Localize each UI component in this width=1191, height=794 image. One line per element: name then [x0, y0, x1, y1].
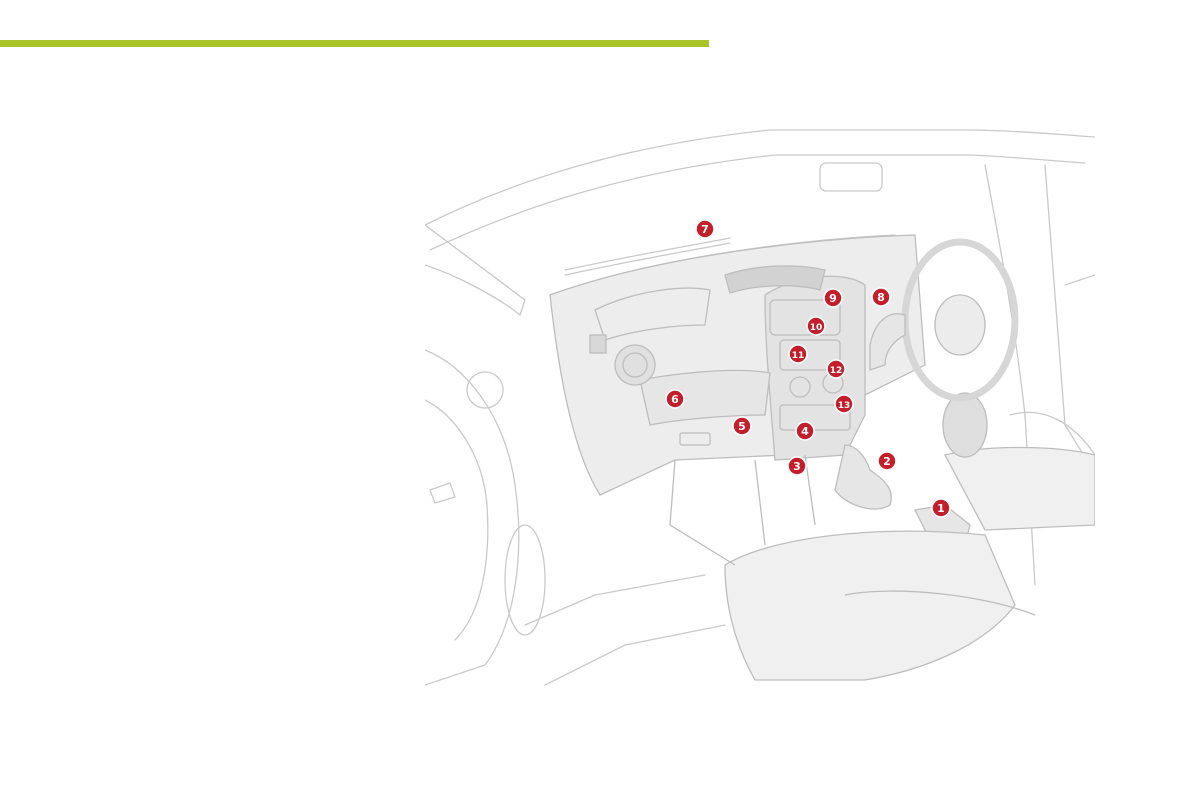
callout-label: 8: [877, 291, 885, 304]
callout-7: 7: [696, 220, 714, 238]
callout-2: 2: [878, 452, 896, 470]
speaker-right: [943, 393, 987, 457]
left-door-inner: [425, 400, 488, 640]
callout-label: 2: [883, 455, 891, 468]
callout-label: 9: [829, 292, 837, 305]
passenger-round-vent: [615, 345, 655, 385]
callout-label: 1: [937, 502, 945, 515]
passenger-seat: [945, 448, 1095, 531]
callout-label: 4: [801, 425, 809, 438]
callout-label: 10: [810, 323, 823, 333]
floor-left: [525, 575, 725, 685]
callout-9: 9: [824, 289, 842, 307]
callout-11: 11: [789, 345, 807, 363]
door-handle: [430, 483, 455, 503]
callout-label: 13: [838, 401, 851, 411]
callout-label: 3: [793, 460, 801, 473]
rear-view-mirror: [820, 163, 882, 191]
dashboard-illustration: 1 2 3 4 5 6 7 8: [425, 125, 1095, 697]
steering-wheel-hub: [935, 295, 985, 355]
driver-seat: [725, 531, 1015, 680]
callout-label: 5: [738, 420, 746, 433]
callout-10: 10: [807, 317, 825, 335]
right-door-frame: [1010, 165, 1095, 465]
callout-1: 1: [932, 499, 950, 517]
callout-3: 3: [788, 457, 806, 475]
left-door-outline: [425, 350, 519, 685]
a-pillar-left: [425, 225, 525, 315]
callout-4: 4: [796, 422, 814, 440]
callout-label: 7: [701, 223, 709, 236]
callout-label: 6: [671, 393, 679, 406]
callout-5: 5: [733, 417, 751, 435]
accent-bar: [0, 40, 709, 47]
callout-12: 12: [827, 360, 845, 378]
roof-inner-line: [430, 155, 1085, 250]
callout-label: 12: [830, 366, 843, 376]
callout-8: 8: [872, 288, 890, 306]
callout-13: 13: [835, 395, 853, 413]
side-speaker-grille: [590, 335, 606, 353]
callout-6: 6: [666, 390, 684, 408]
callout-label: 11: [792, 351, 805, 361]
